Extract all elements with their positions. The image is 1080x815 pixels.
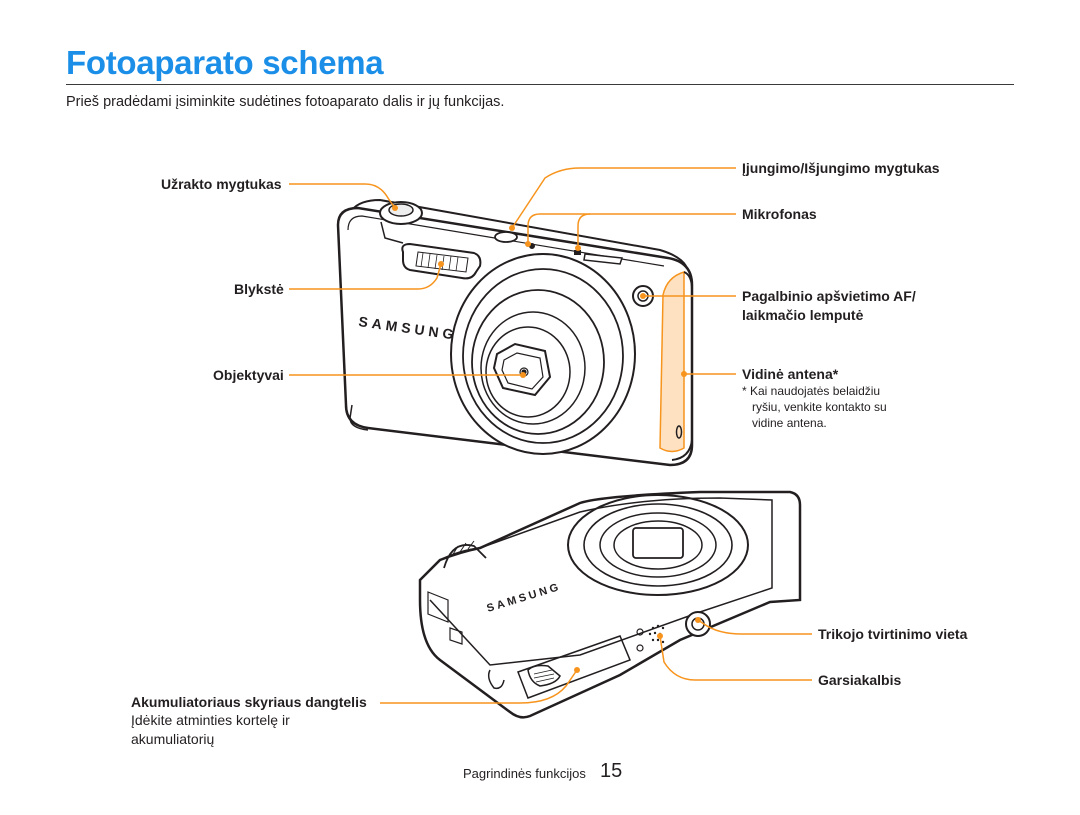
callout-lines	[289, 167, 812, 704]
camera-bottom	[418, 490, 802, 719]
antenna-note-1: * Kai naudojatės belaidžiu	[742, 384, 881, 398]
antenna-note-2: ryšiu, venkite kontakto su	[752, 400, 887, 414]
label-antenna: Vidinė antena*	[742, 366, 839, 382]
antenna-note-3: vidine antena.	[752, 416, 827, 430]
battery-note-1: Įdėkite atminties kortelę ir	[131, 712, 290, 728]
battery-note-2: akumuliatorių	[131, 731, 215, 747]
camera-front	[336, 198, 694, 467]
footer-section: Pagrindinės funkcijos	[463, 766, 586, 781]
label-microphone: Mikrofonas	[742, 206, 817, 222]
title-divider	[66, 84, 1014, 85]
intro-text: Prieš pradėdami įsiminkite sudėtines fot…	[66, 94, 505, 110]
callout-dots	[392, 205, 701, 673]
page-title: Fotoaparato schema	[66, 44, 384, 81]
label-tripod-mount: Trikojo tvirtinimo vieta	[818, 626, 968, 642]
label-af-lamp-line1: Pagalbinio apšvietimo AF/	[742, 288, 916, 304]
label-lens: Objektyvai	[213, 367, 284, 383]
label-flash: Blykstė	[234, 281, 284, 297]
label-shutter-button: Užrakto mygtukas	[161, 176, 282, 192]
label-power-button: Įjungimo/Išjungimo mygtukas	[742, 160, 940, 176]
page-number: 15	[600, 760, 623, 782]
label-speaker: Garsiakalbis	[818, 672, 902, 688]
label-af-lamp-line2: laikmačio lemputė	[742, 307, 864, 323]
label-battery-cover: Akumuliatoriaus skyriaus dangtelis	[131, 694, 367, 710]
